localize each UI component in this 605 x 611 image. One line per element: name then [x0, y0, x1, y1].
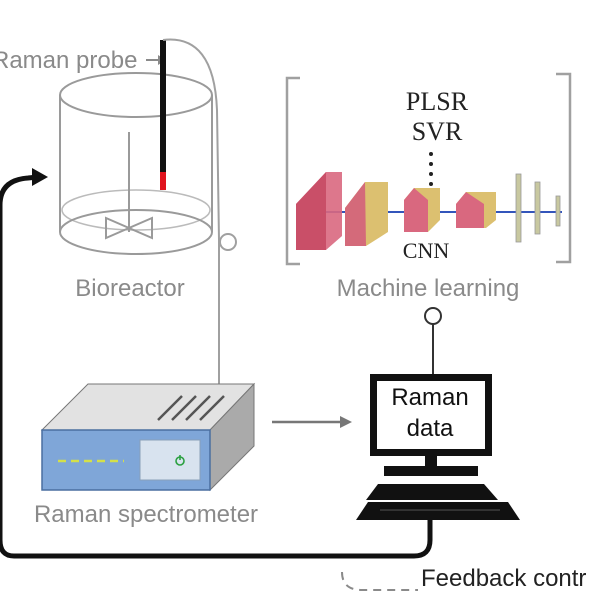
machine-learning-label: Machine learning [337, 275, 520, 302]
cnn-label: CNN [403, 238, 450, 263]
feedback-loop-line [0, 174, 433, 559]
feedback-arrow-head [32, 168, 48, 186]
computer-icon [356, 374, 520, 520]
bioreactor-label: Bioreactor [75, 275, 184, 302]
power-icon [175, 455, 185, 466]
model-dots [429, 152, 433, 186]
raman-probe-label: Raman probe [0, 47, 137, 74]
plsr-label: PLSR [406, 87, 469, 116]
raman-spectrometer-label: Raman spectrometer [34, 501, 258, 528]
ml-bracket [285, 72, 572, 266]
cnn-diagram [296, 172, 562, 250]
stirrer-icon [105, 216, 153, 240]
svr-label: SVR [412, 117, 463, 146]
feedback-control-label: Feedback contr [421, 565, 586, 592]
ml-connector [424, 307, 442, 374]
data-arrow-head [340, 416, 352, 428]
raman-probe [160, 38, 237, 384]
raman-spectrometer [40, 382, 256, 492]
feedback-dashed-line [341, 571, 418, 591]
raman-data-label-line1: Raman [391, 384, 468, 411]
raman-data-label-line2: data [407, 415, 454, 442]
bioreactor [59, 72, 213, 255]
